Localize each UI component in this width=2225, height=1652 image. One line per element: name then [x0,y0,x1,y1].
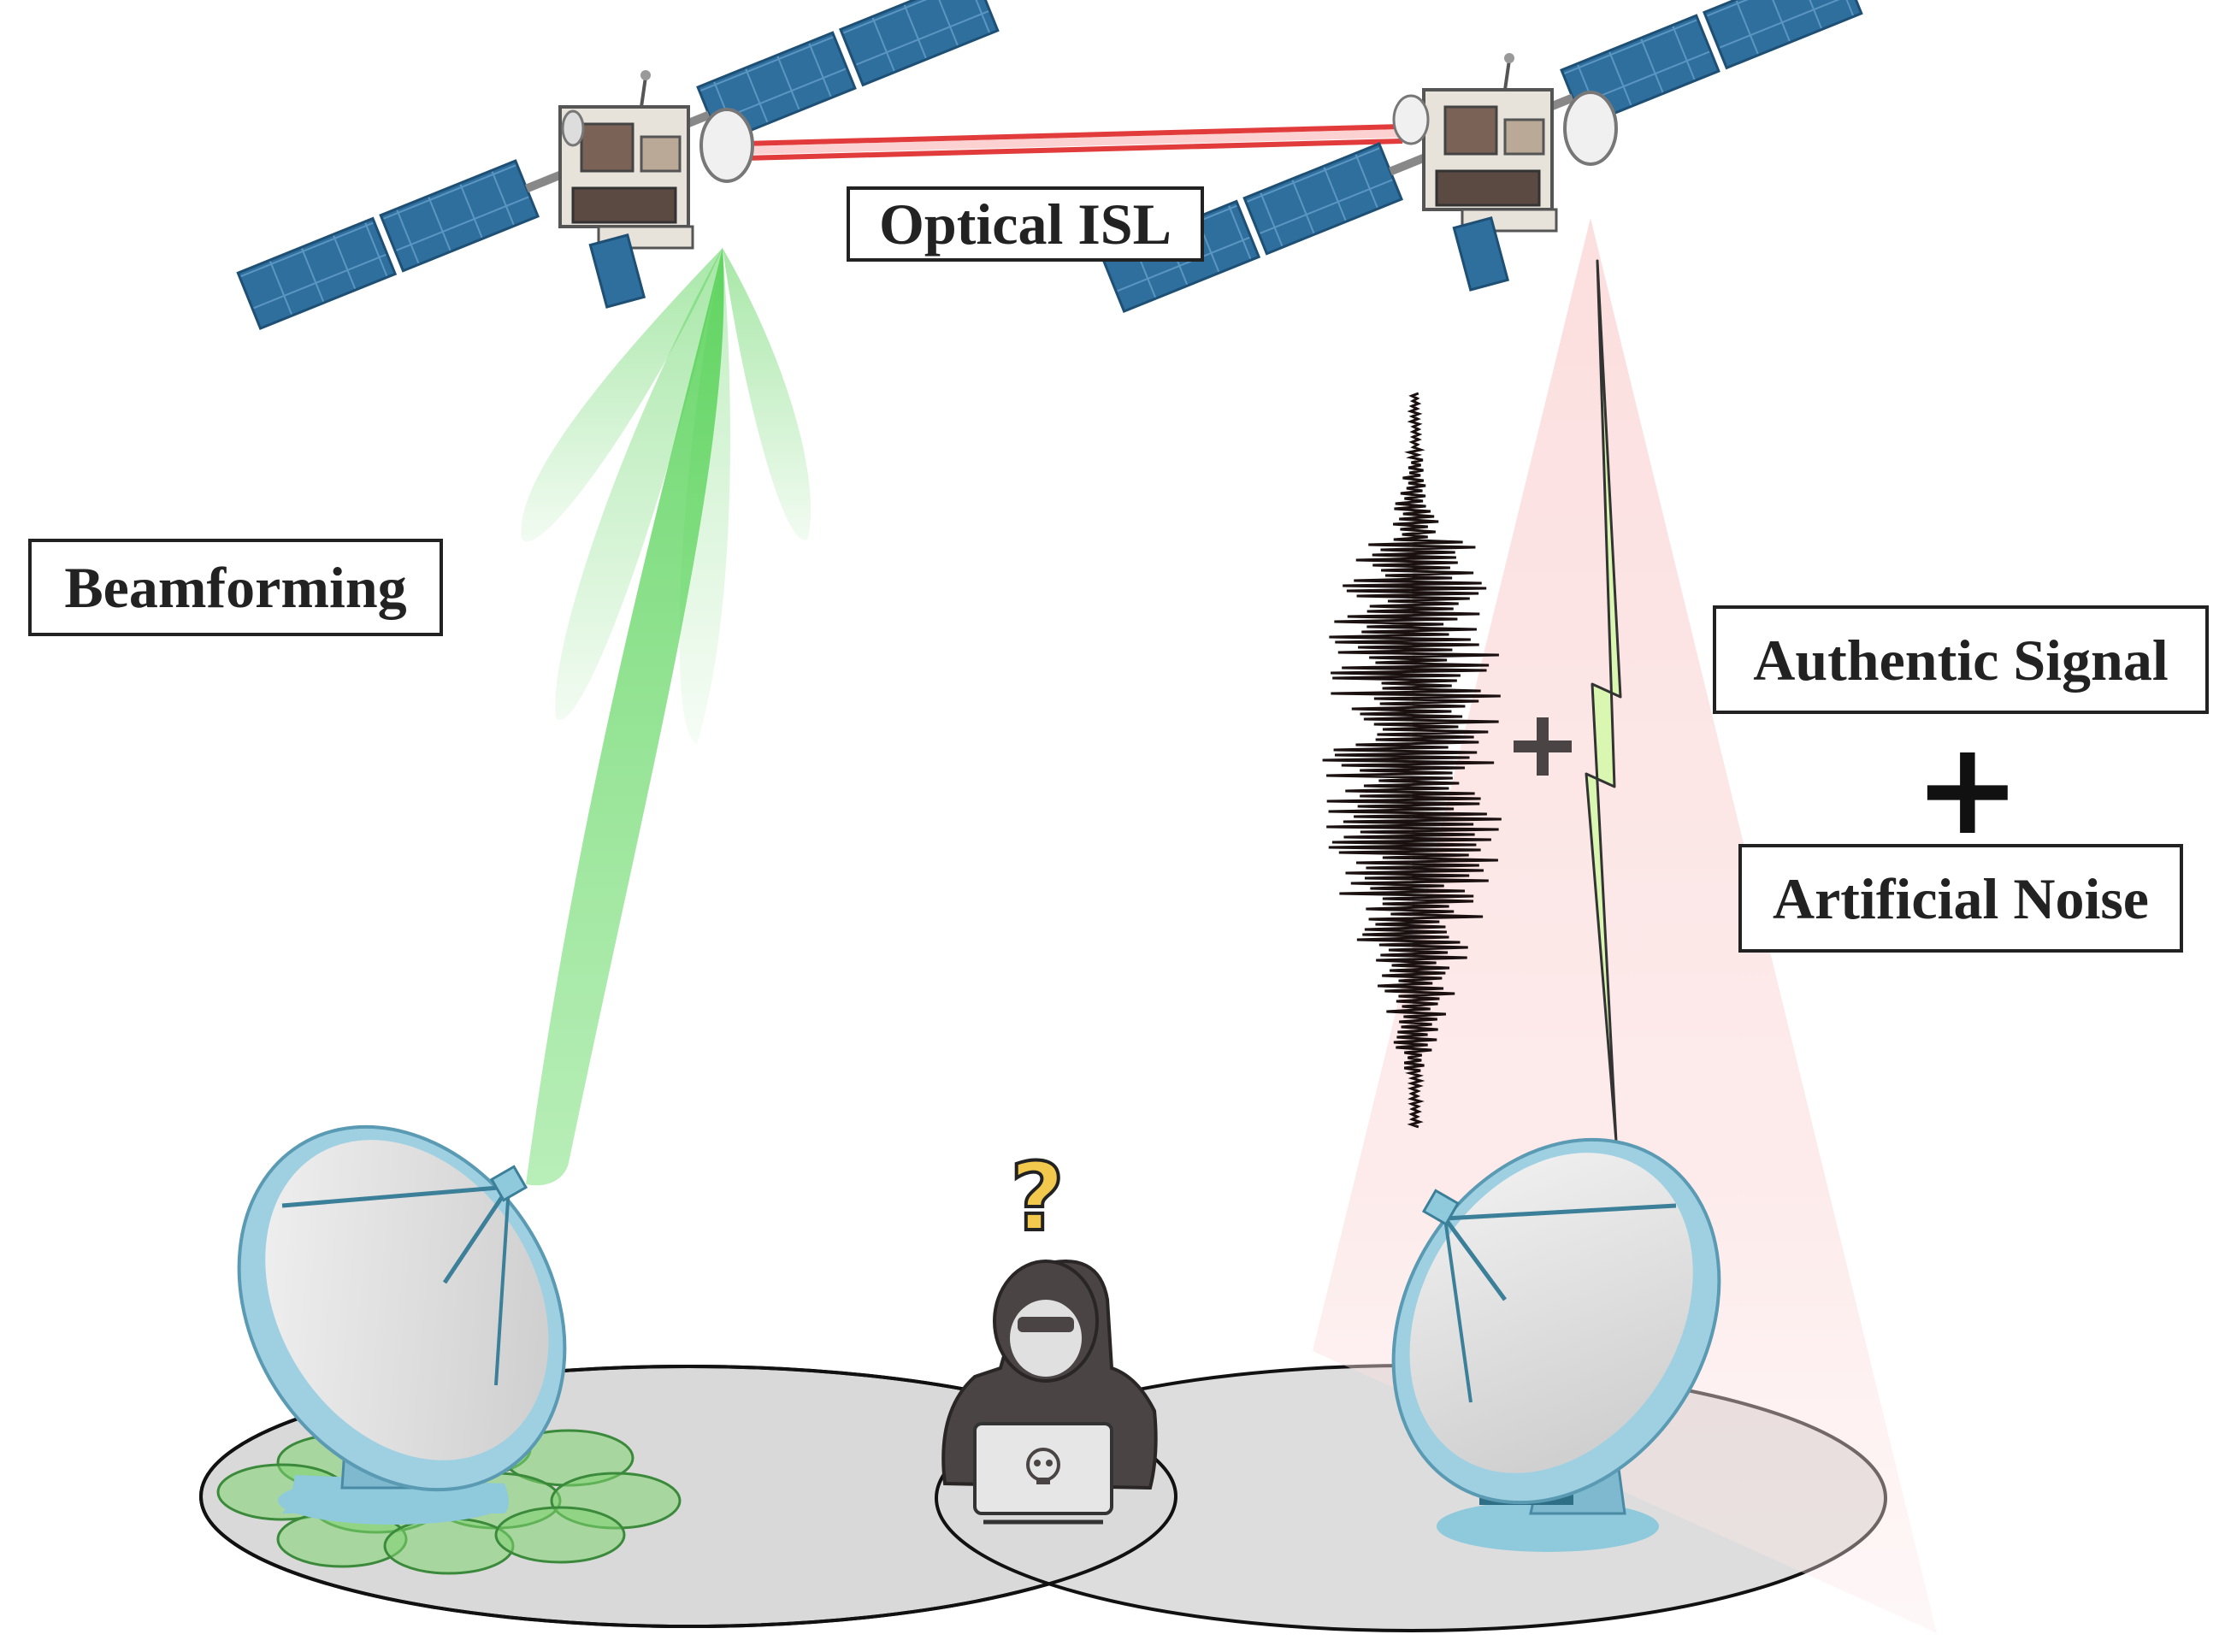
eavesdropper-hacker-icon [941,1260,1158,1525]
authentic-signal-label: Authentic Signal [1713,605,2209,714]
right-satellite-icon [1100,0,1863,314]
beamforming-label: Beamforming [28,539,443,636]
artificial-noise-label: Artificial Noise [1738,844,2183,953]
beamforming-lobes [521,248,812,1186]
right-ground-station-dish-icon [1391,1137,1721,1552]
optical-isl-label: Optical ISL [847,186,1204,262]
noise-plus-icon [1514,717,1572,776]
optical-isl-laser [743,124,1403,161]
left-ground-station-dish-icon [237,1124,567,1525]
combine-plus-label: + [1914,715,2021,864]
noise-waveform-icon [1322,392,1502,1129]
question-mark-icon: ? [1010,1142,1065,1252]
left-satellite-icon [236,0,1000,331]
skull-icon [1026,1448,1060,1484]
